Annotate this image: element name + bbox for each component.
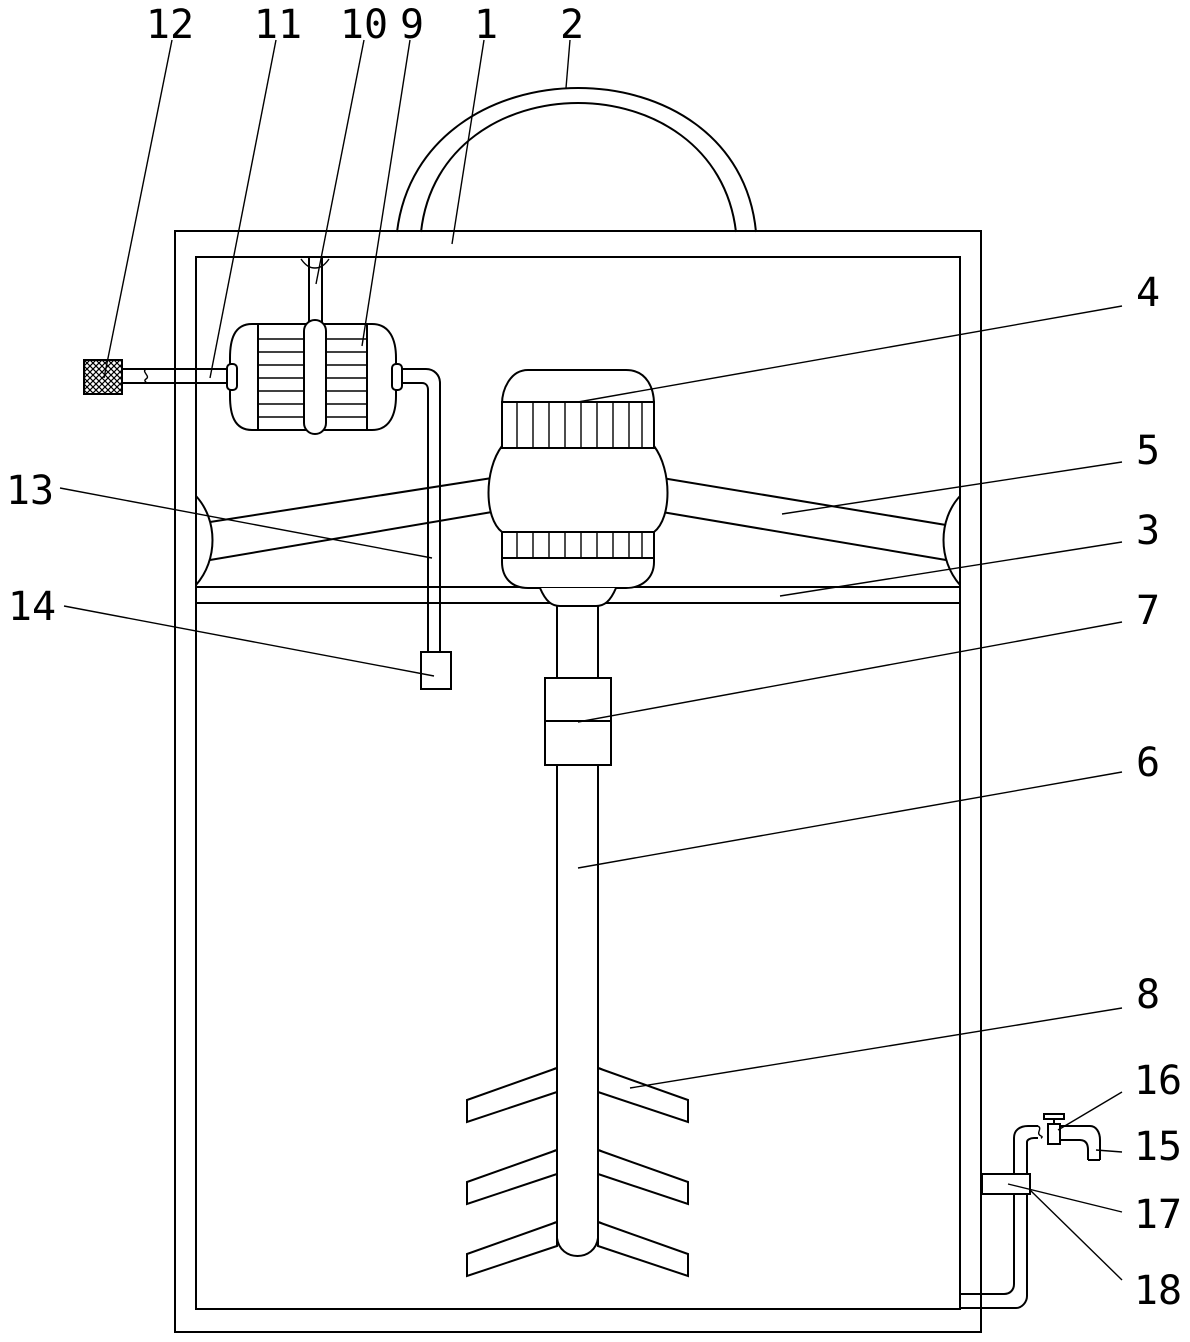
label-11: 11 bbox=[254, 2, 302, 48]
support-struts bbox=[195, 477, 961, 586]
label-12: 12 bbox=[146, 2, 194, 48]
label-16: 16 bbox=[1134, 1058, 1182, 1104]
label-9: 9 bbox=[400, 2, 424, 48]
label-4: 4 bbox=[1136, 270, 1160, 316]
label-8: 8 bbox=[1136, 972, 1160, 1018]
stirring-blades bbox=[466, 1066, 689, 1278]
pipe-clamp bbox=[981, 1173, 1031, 1195]
hanger-rod bbox=[300, 257, 330, 322]
label-17: 17 bbox=[1134, 1192, 1182, 1238]
label-6: 6 bbox=[1136, 740, 1160, 786]
spray-nozzle bbox=[420, 651, 452, 690]
label-10: 10 bbox=[340, 2, 388, 48]
filter-screen bbox=[83, 359, 123, 395]
label-15: 15 bbox=[1134, 1124, 1182, 1170]
label-14: 14 bbox=[8, 584, 56, 630]
reference-numerals: 12 11 10 9 1 2 4 5 3 7 6 8 13 14 16 15 1… bbox=[6, 2, 1182, 1314]
label-1: 1 bbox=[474, 2, 498, 48]
faucet bbox=[1060, 1125, 1101, 1161]
motor bbox=[487, 369, 669, 607]
drain-pipe bbox=[960, 1125, 1038, 1309]
label-7: 7 bbox=[1136, 588, 1160, 634]
label-3: 3 bbox=[1136, 508, 1160, 554]
label-5: 5 bbox=[1136, 428, 1160, 474]
label-13: 13 bbox=[6, 468, 54, 514]
inlet-pipe bbox=[122, 368, 228, 384]
valve bbox=[1037, 1113, 1065, 1145]
label-18: 18 bbox=[1134, 1268, 1182, 1314]
handle bbox=[396, 87, 757, 233]
tank-body bbox=[174, 230, 982, 1333]
outlet-pipe bbox=[402, 368, 441, 652]
leader-lines bbox=[59, 39, 1123, 1281]
label-2: 2 bbox=[560, 2, 584, 48]
pump bbox=[226, 319, 403, 435]
